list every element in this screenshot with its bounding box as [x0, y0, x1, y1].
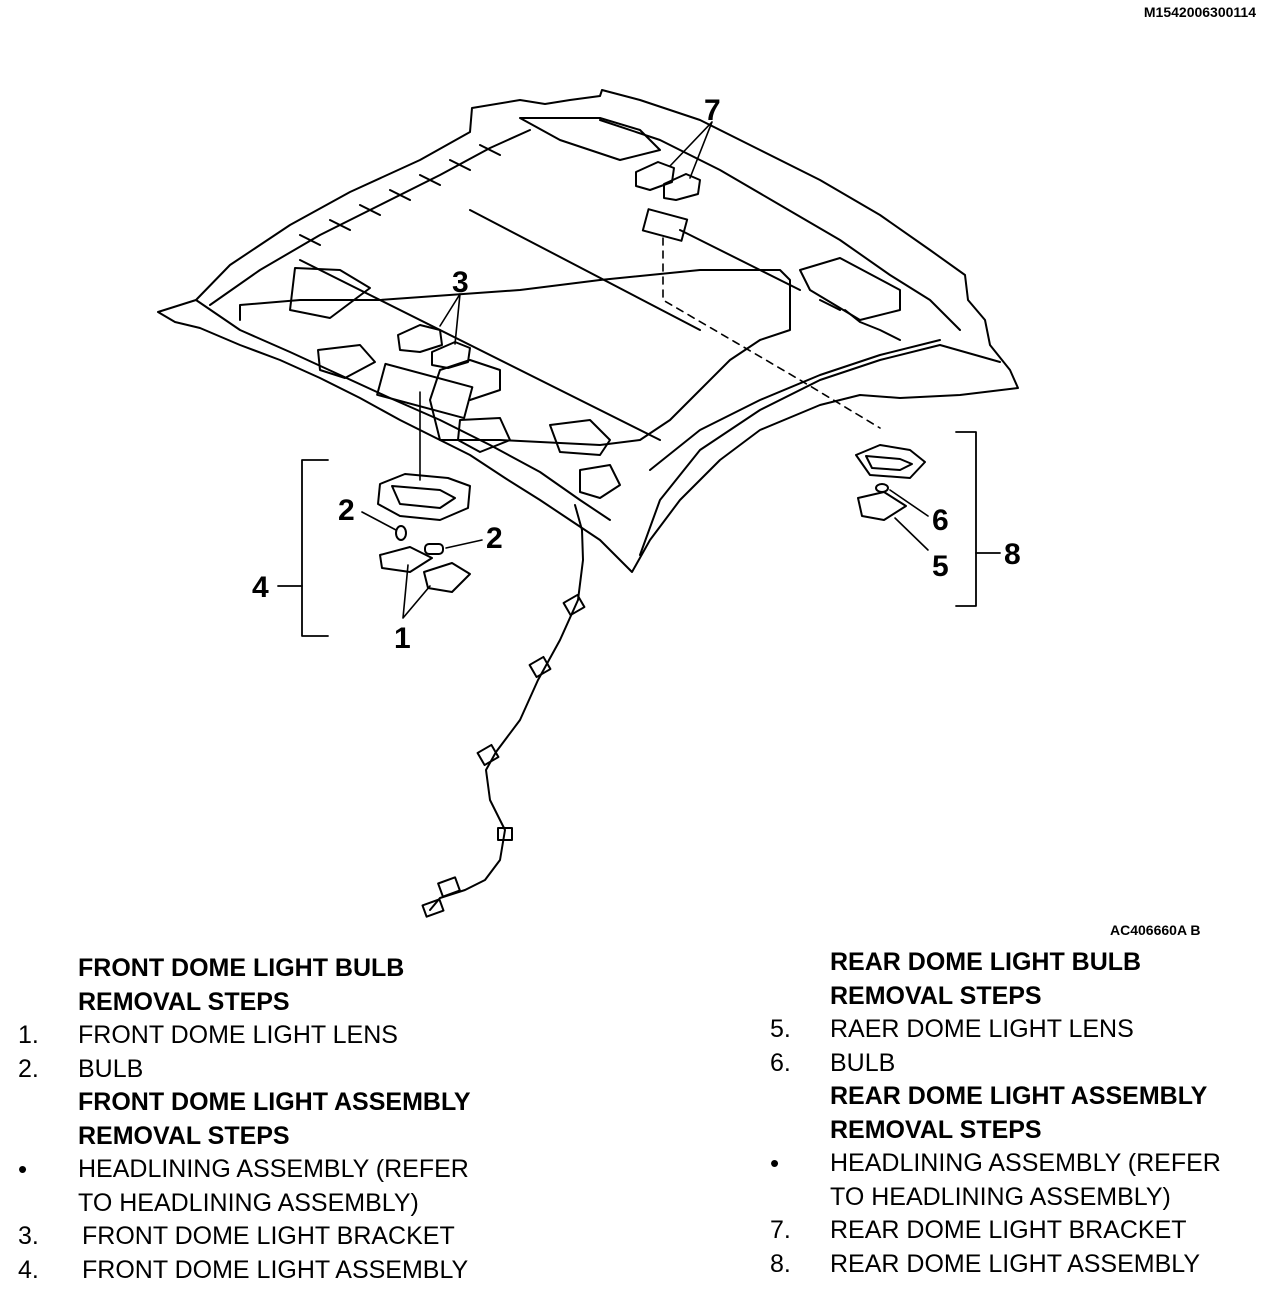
front-assembly-heading-2: REMOVAL STEPS: [78, 1121, 290, 1150]
headlining-diagram: 3 7 2 2 1 4 6 5 8: [157, 89, 1021, 918]
step-5: 5. RAER DOME LIGHT LENS: [770, 1013, 1275, 1047]
bullet-icon: •: [770, 1148, 780, 1178]
step-text-continued: TO HEADLINING ASSEMBLY): [78, 1188, 419, 1217]
rear-bulb-heading-2: REMOVAL STEPS: [830, 981, 1042, 1010]
front-bulb-heading-2: REMOVAL STEPS: [78, 987, 290, 1016]
step-text: BULB: [830, 1048, 896, 1077]
step-number: 2.: [18, 1054, 39, 1083]
step-1: 1. FRONT DOME LIGHT LENS: [18, 1019, 578, 1053]
rear-assembly-heading-2: REMOVAL STEPS: [830, 1115, 1042, 1144]
callout-2-right: 2: [486, 522, 503, 555]
headlining-outline: [157, 89, 1019, 573]
step-number: 3.: [18, 1222, 39, 1250]
step-text: FRONT DOME LIGHT LENS: [78, 1021, 398, 1049]
callout-7: 7: [704, 94, 721, 127]
callout-5: 5: [932, 550, 949, 583]
front-bulb-heading: FRONT DOME LIGHT BULB: [78, 954, 405, 982]
step-number: 1.: [18, 1021, 39, 1049]
callout-6: 6: [932, 504, 949, 537]
callout-8: 8: [1004, 538, 1021, 571]
step-8: 8. REAR DOME LIGHT ASSEMBLY: [770, 1248, 1275, 1282]
rear-bulb-heading: REAR DOME LIGHT BULB: [830, 948, 1142, 976]
rear-bullet-step: • HEADLINING ASSEMBLY (REFER: [770, 1147, 1275, 1181]
step-2: 2. BULB: [18, 1053, 578, 1087]
step-text: REAR DOME LIGHT ASSEMBLY: [830, 1249, 1201, 1278]
step-number: 6.: [770, 1048, 791, 1077]
figure-code: AC406660A B: [1110, 922, 1201, 938]
step-text: FRONT DOME LIGHT BRACKET: [82, 1222, 455, 1250]
step-text: HEADLINING ASSEMBLY (REFER: [78, 1155, 469, 1183]
step-number: 4.: [18, 1255, 39, 1284]
step-number: 7.: [770, 1216, 791, 1244]
rear-steps-list: REAR DOME LIGHT BULB REMOVAL STEPS 5. RAE…: [770, 946, 1275, 1281]
step-text: BULB: [78, 1054, 144, 1083]
callout-2-left: 2: [338, 494, 355, 527]
step-text: RAER DOME LIGHT LENS: [830, 1015, 1134, 1043]
callout-4: 4: [252, 571, 269, 604]
rear-assembly-heading: REAR DOME LIGHT ASSEMBLY: [830, 1082, 1208, 1110]
step-text-continued: TO HEADLINING ASSEMBLY): [830, 1182, 1171, 1211]
step-6: 6. BULB: [770, 1047, 1275, 1081]
step-7: 7. REAR DOME LIGHT BRACKET: [770, 1214, 1275, 1248]
step-text: HEADLINING ASSEMBLY (REFER: [830, 1149, 1221, 1177]
step-4: 4. FRONT DOME LIGHT ASSEMBLY: [18, 1254, 578, 1288]
document-code: M1542006300114: [1143, 4, 1256, 20]
callout-labels: 3 7 2 2 1 4 6 5 8: [252, 94, 1021, 655]
front-steps-list: FRONT DOME LIGHT BULB REMOVAL STEPS 1. FR…: [18, 952, 578, 1287]
front-assembly-heading: FRONT DOME LIGHT ASSEMBLY: [78, 1088, 471, 1116]
callout-1: 1: [394, 622, 411, 655]
step-number: 5.: [770, 1015, 791, 1043]
front-bullet-step: • HEADLINING ASSEMBLY (REFER: [18, 1153, 578, 1187]
step-text: FRONT DOME LIGHT ASSEMBLY: [82, 1255, 469, 1284]
callout-3: 3: [452, 266, 469, 299]
bullet-icon: •: [18, 1154, 28, 1184]
step-number: 8.: [770, 1249, 791, 1278]
step-3: 3. FRONT DOME LIGHT BRACKET: [18, 1220, 578, 1254]
step-text: REAR DOME LIGHT BRACKET: [830, 1216, 1187, 1244]
